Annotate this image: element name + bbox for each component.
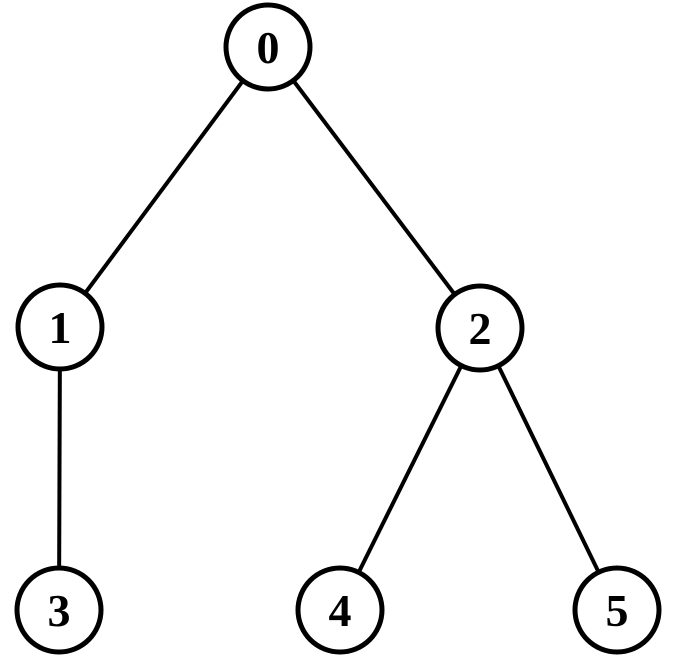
tree-node-4: 4 (295, 565, 385, 655)
tree-node-label-1: 1 (49, 302, 72, 353)
tree-node-circle-0 (223, 2, 313, 92)
tree-node-2: 2 (435, 283, 525, 373)
tree-node-label-3: 3 (48, 585, 71, 636)
tree-node-circle-3 (14, 565, 104, 655)
tree-node-circle-4 (295, 565, 385, 655)
tree-edge-2-5 (478, 327, 619, 611)
tree-edge-2-4 (338, 327, 482, 611)
tree-node-label-4: 4 (329, 585, 352, 636)
tree-node-5: 5 (572, 565, 662, 655)
tree-edge-1-3 (57, 326, 62, 611)
tree-node-1: 1 (15, 282, 105, 372)
tree-node-circle-5 (572, 565, 662, 655)
tree-edge-0-2 (266, 45, 482, 330)
tree-node-label-0: 0 (257, 22, 280, 73)
tree-node-label-2: 2 (469, 303, 492, 354)
tree-node-3: 3 (14, 565, 104, 655)
tree-edge-0-1 (58, 45, 270, 329)
tree-node-circle-1 (15, 282, 105, 372)
tree-node-0: 0 (223, 2, 313, 92)
tree-node-label-5: 5 (606, 585, 629, 636)
tree-node-circle-2 (435, 283, 525, 373)
